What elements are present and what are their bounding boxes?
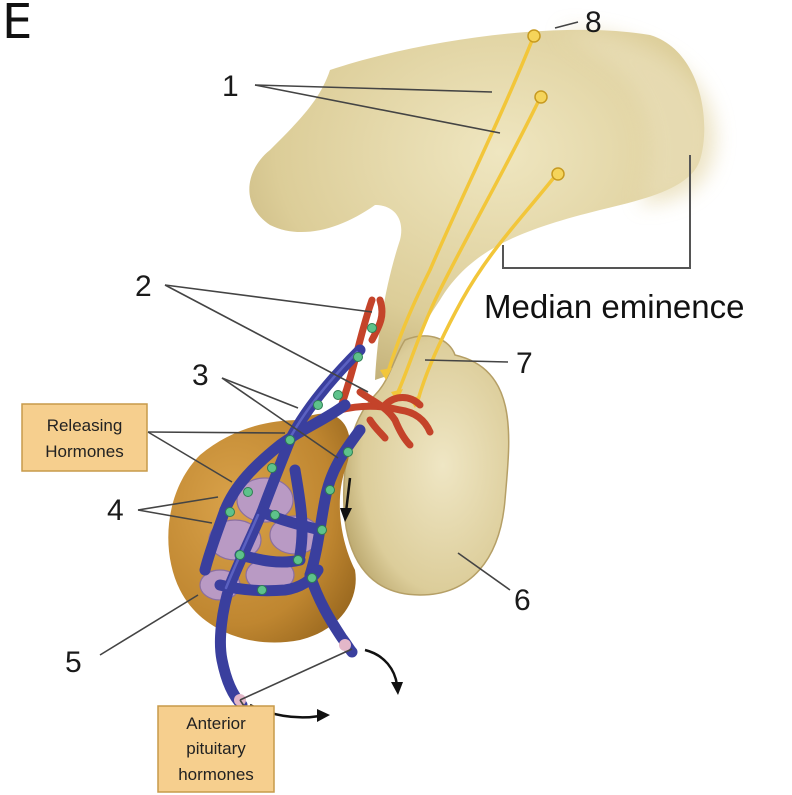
label-3: 3 (192, 359, 209, 392)
label-5: 5 (65, 646, 82, 679)
label-1: 1 (222, 70, 239, 103)
vessel-outflow-points (234, 639, 351, 706)
label-2: 2 (135, 270, 152, 303)
label-4: 4 (107, 494, 124, 527)
releasing-hormones-line-1: Releasing (47, 416, 123, 435)
anterior-hormones-line-2: pituitary (186, 739, 246, 758)
label-7: 7 (516, 347, 533, 380)
hypothalamus (249, 30, 715, 380)
releasing-hormones-line-2: Hormones (45, 442, 123, 461)
median-eminence-label: Median eminence (484, 288, 745, 325)
releasing-hormones-box: Releasing Hormones (22, 404, 147, 471)
anterior-hormones-line-3: hormones (178, 765, 254, 784)
label-6: 6 (514, 584, 531, 617)
panel-letter: E (2, 0, 32, 50)
anterior-pituitary-hormones-box: Anterior pituitary hormones (158, 706, 274, 792)
label-8: 8 (585, 6, 602, 39)
anterior-hormones-line-1: Anterior (186, 714, 246, 733)
